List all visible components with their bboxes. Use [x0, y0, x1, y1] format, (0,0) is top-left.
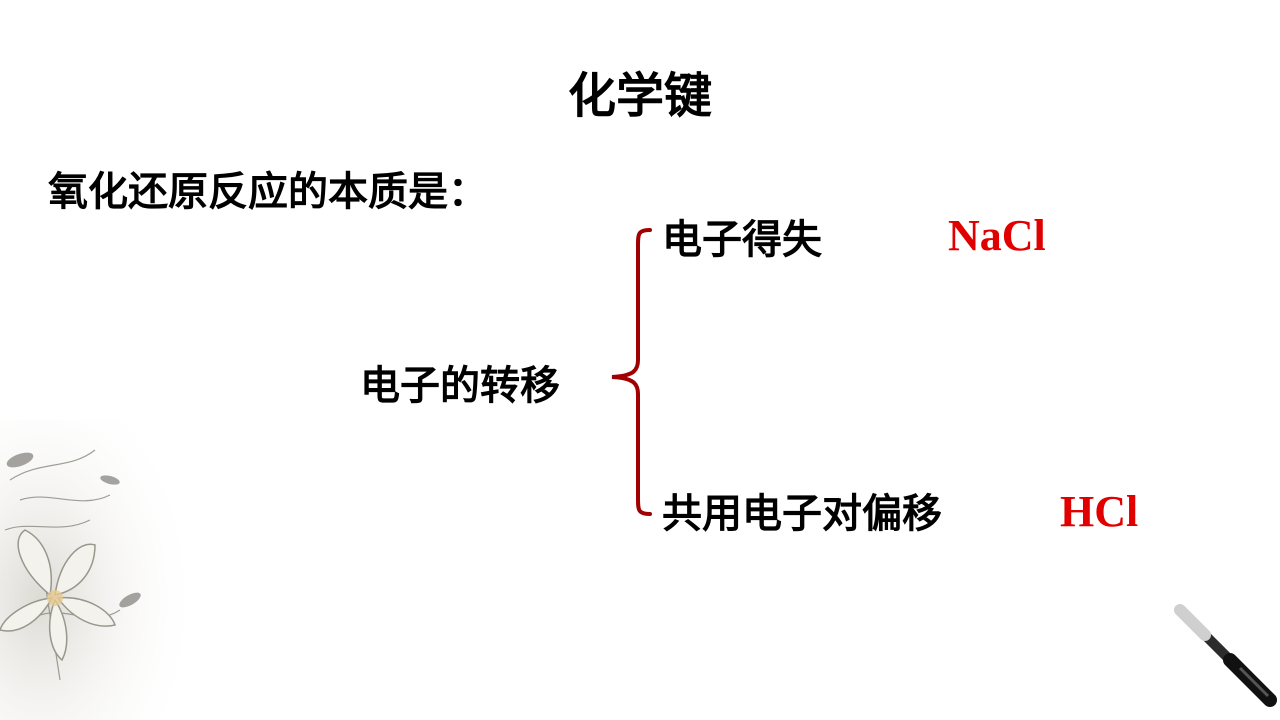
example-formula-top: NaCl	[948, 211, 1046, 260]
lotus-flower-decoration	[0, 420, 200, 720]
center-concept-label: 电子的转移	[360, 363, 560, 409]
question-text: 氧化还原反应的本质是：	[48, 169, 488, 215]
example-formula-bottom: HCl	[1060, 487, 1139, 536]
slide-title: 化学键	[567, 68, 712, 124]
branch-label-bottom: 共用电子对偏移	[662, 491, 942, 537]
curly-brace	[611, 228, 652, 516]
calligraphy-brush-decoration	[1174, 604, 1277, 707]
branch-label-top: 电子得失	[662, 217, 822, 263]
